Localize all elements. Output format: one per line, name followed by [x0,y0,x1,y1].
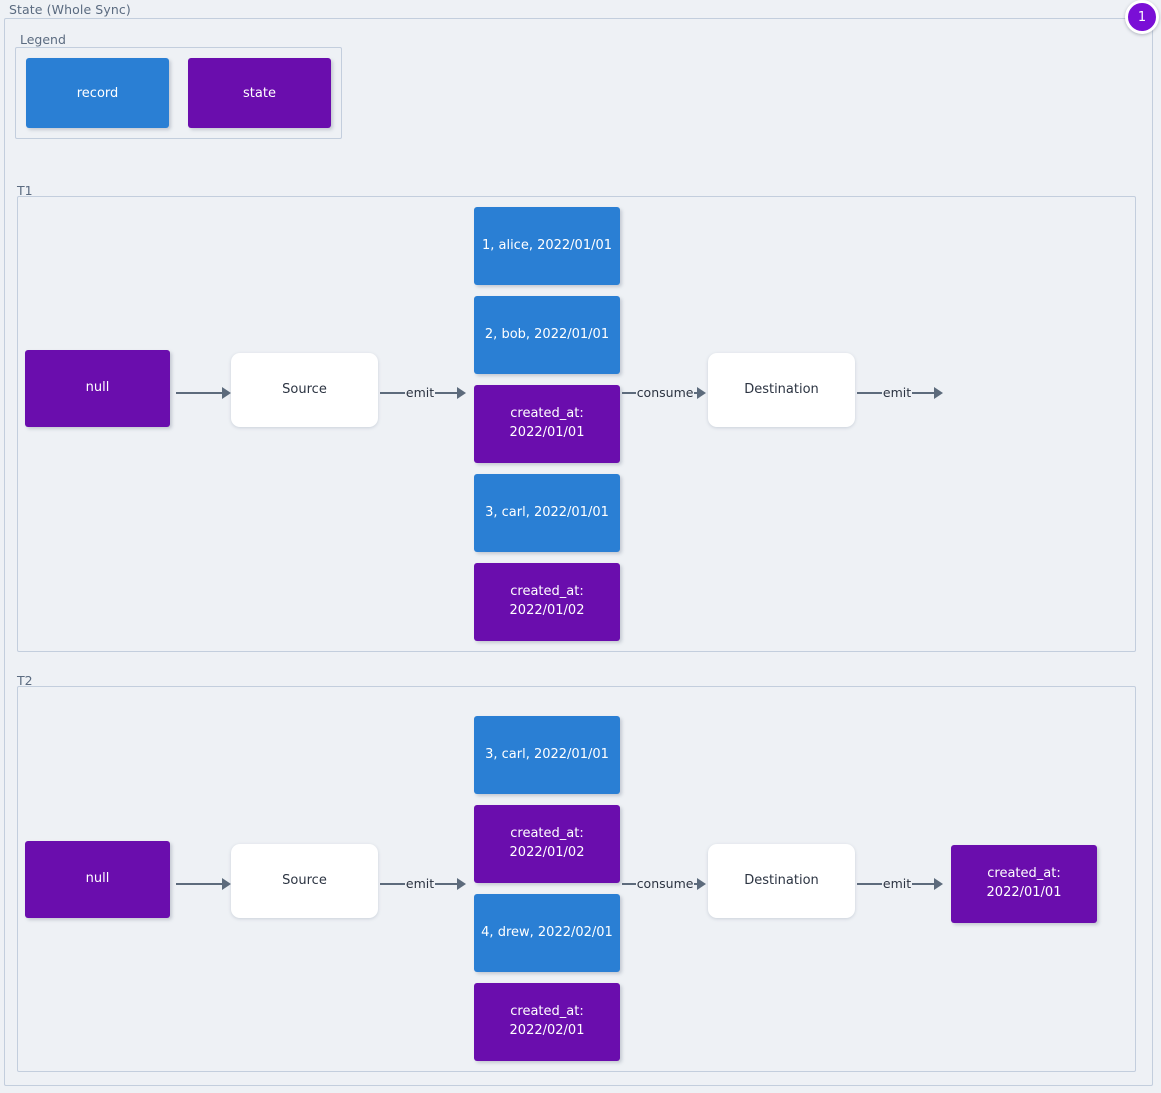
edge-line [622,883,636,885]
edge-label: emit [405,384,435,400]
stream-state-node: created_at: 2022/02/01 [474,983,620,1061]
edge-line [380,392,405,394]
stream-record-node: 1, alice, 2022/01/01 [474,207,620,285]
edge-line [435,392,458,394]
edge-source-emit: emit [380,873,466,895]
page-title: State (Whole Sync) [9,2,131,17]
arrow-head-icon [934,878,943,890]
edge-destination-emit: emit [857,873,943,895]
edge-destination-emit: emit [857,382,943,404]
initial-state-node: null [25,841,170,918]
edge-line [857,883,882,885]
source-node: Source [231,844,378,918]
arrow-head-icon [934,387,943,399]
stream-record-node: 3, carl, 2022/01/01 [474,716,620,794]
edge-consume: consume [622,382,706,404]
stream-state-node: created_at: 2022/01/02 [474,805,620,883]
legend-title: Legend [20,32,66,47]
arrow-head-icon [222,387,231,399]
stream-record-node: 3, carl, 2022/01/01 [474,474,620,552]
arrow-head-icon [697,387,706,399]
edge-label: emit [405,875,435,891]
stream-state-node: created_at: 2022/01/02 [474,563,620,641]
legend-swatch-state: state [188,58,331,128]
edge-line [912,392,935,394]
output-state-node: created_at: 2022/01/01 [951,845,1097,923]
section-title-t2: T2 [17,673,33,688]
arrow-head-icon [457,387,466,399]
edge-line [435,883,458,885]
edge-line [176,392,223,394]
initial-state-node: null [25,350,170,427]
edge-label: consume [636,875,694,891]
edge-source-emit: emit [380,382,466,404]
edge-line [912,883,935,885]
stream-record-node: 4, drew, 2022/02/01 [474,894,620,972]
destination-node: Destination [708,844,855,918]
arrow-head-icon [697,878,706,890]
legend-swatch-record: record [26,58,169,128]
stream-state-node: created_at: 2022/01/01 [474,385,620,463]
edge-line [694,883,698,885]
arrow-head-icon [457,878,466,890]
stream-record-node: 2, bob, 2022/01/01 [474,296,620,374]
source-node: Source [231,353,378,427]
edge-line [622,392,636,394]
destination-node: Destination [708,353,855,427]
edge-label: emit [882,384,912,400]
edge-line [694,392,698,394]
edge-state-to-source [176,873,231,895]
edge-line [857,392,882,394]
edge-state-to-source [176,382,231,404]
edge-line [176,883,223,885]
arrow-head-icon [222,878,231,890]
edge-line [380,883,405,885]
edge-label: emit [882,875,912,891]
section-title-t1: T1 [17,183,33,198]
edge-consume: consume [622,873,706,895]
edge-label: consume [636,384,694,400]
status-badge[interactable]: 1 [1125,0,1159,34]
